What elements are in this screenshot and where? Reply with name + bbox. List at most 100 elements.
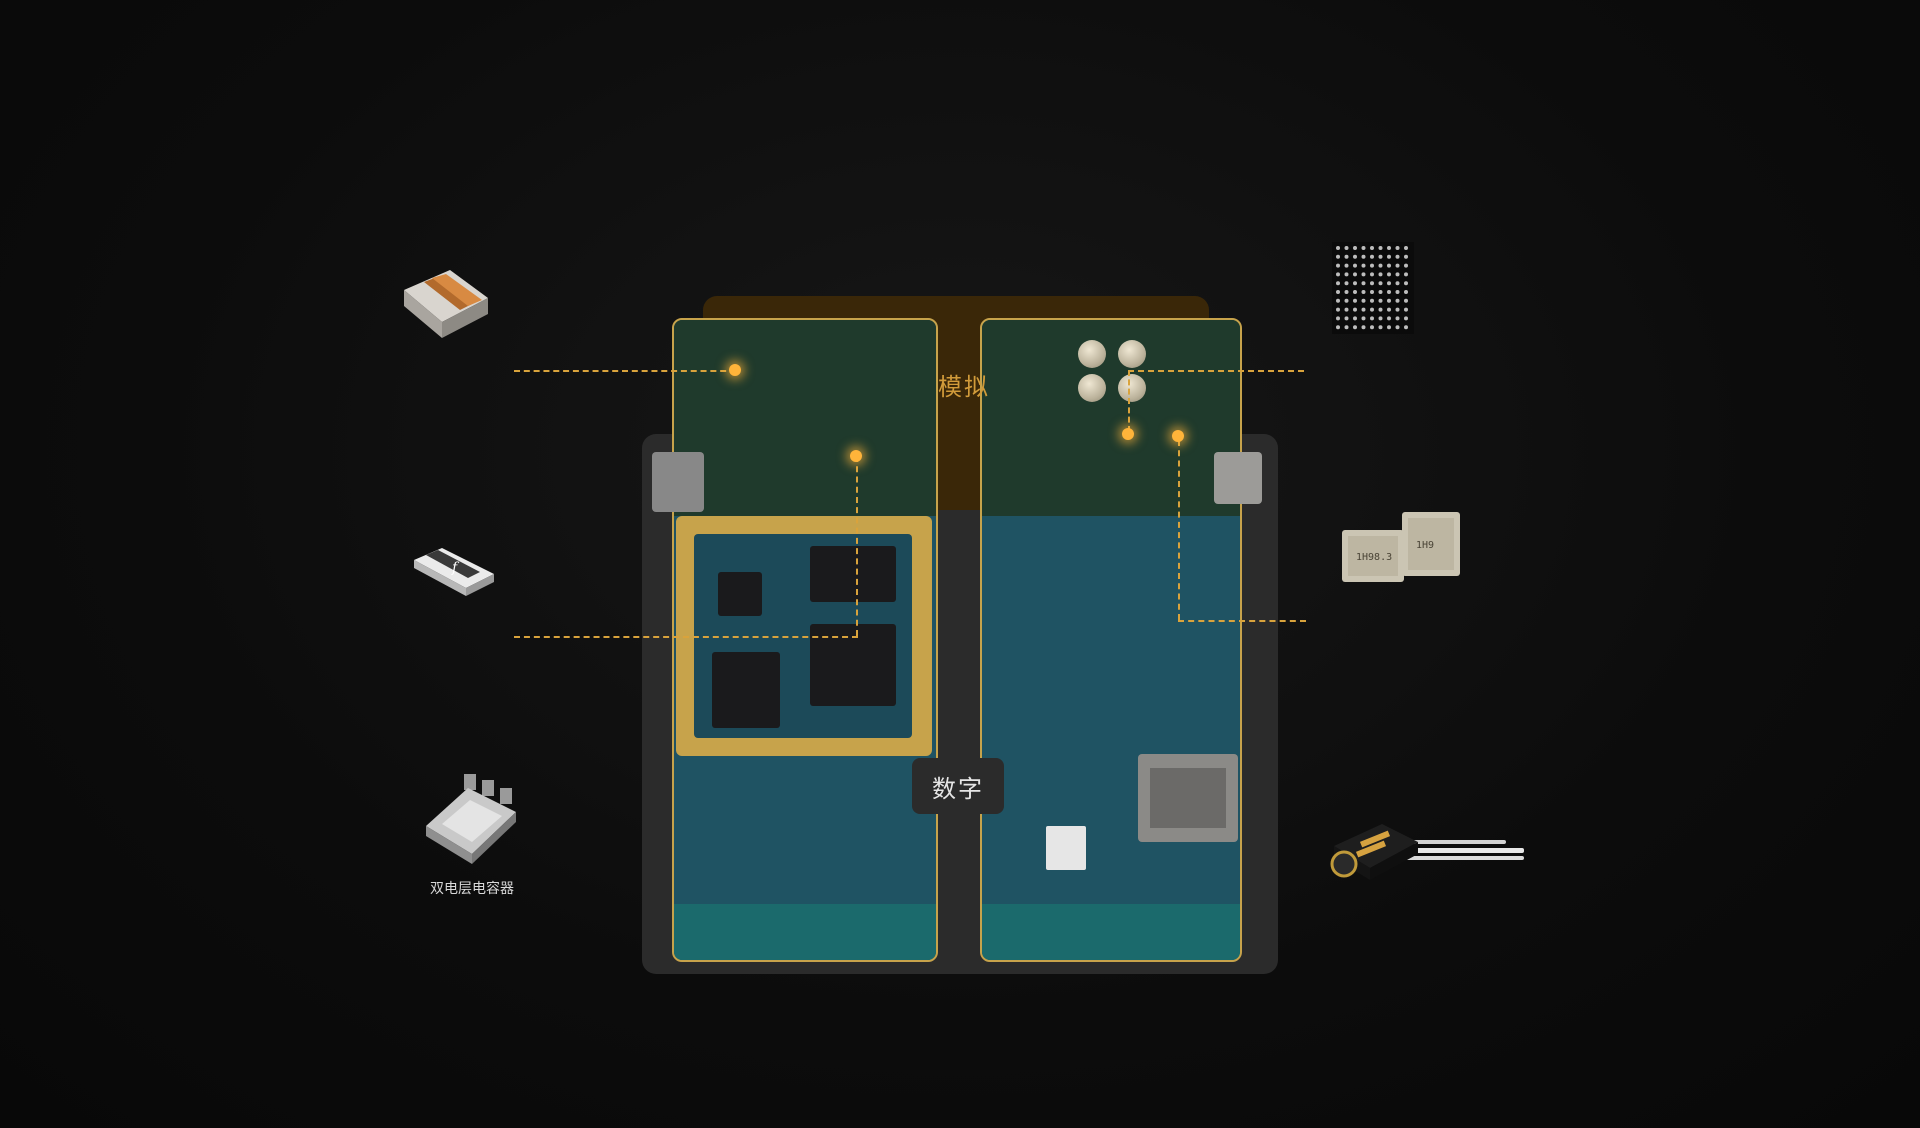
bga-ball bbox=[1344, 325, 1349, 330]
bga-ball bbox=[1404, 325, 1408, 330]
bga-ball bbox=[1361, 290, 1366, 294]
svg-text:1H9: 1H9 bbox=[1416, 540, 1434, 551]
bga-ball bbox=[1387, 272, 1391, 277]
bga-ball bbox=[1370, 254, 1374, 259]
bga-ball bbox=[1395, 246, 1400, 250]
bga-ball bbox=[1370, 316, 1374, 321]
bga-ball bbox=[1395, 316, 1400, 321]
bga-ball bbox=[1344, 307, 1349, 312]
bga-ball bbox=[1353, 316, 1357, 321]
bga-ball bbox=[1387, 290, 1391, 294]
bga-ball bbox=[1404, 263, 1408, 268]
bga-ball bbox=[1336, 307, 1340, 312]
bga-ball bbox=[1361, 246, 1366, 250]
bga-ball bbox=[1387, 307, 1391, 312]
bga-ball bbox=[1404, 272, 1408, 277]
bga-ball bbox=[1378, 325, 1383, 330]
bga-ball bbox=[1336, 281, 1340, 286]
bga-ball bbox=[1370, 325, 1374, 330]
bga-ball bbox=[1387, 281, 1391, 286]
smd-fuse-icon: f bbox=[414, 548, 494, 596]
bga-ball bbox=[1336, 246, 1340, 250]
pcb-right-board bbox=[980, 318, 1242, 962]
capacitor-2 bbox=[1118, 340, 1146, 368]
bga-ball bbox=[1404, 290, 1408, 294]
bga-ball bbox=[1378, 307, 1383, 312]
bga-ball bbox=[1378, 254, 1383, 259]
bga-ball-grid-icon bbox=[1332, 242, 1414, 334]
bga-ball bbox=[1395, 307, 1400, 312]
svg-text:1H98.3: 1H98.3 bbox=[1356, 552, 1392, 563]
bga-ball bbox=[1395, 254, 1400, 259]
bga-ball bbox=[1336, 316, 1340, 321]
bga-ball bbox=[1344, 290, 1349, 294]
bga-ball bbox=[1336, 263, 1340, 268]
bga-ball bbox=[1395, 298, 1400, 303]
callout-vline-oscillator bbox=[1178, 440, 1180, 620]
bga-ball bbox=[1336, 290, 1340, 294]
pcb-right-analog-section bbox=[982, 320, 1240, 516]
bga-ball bbox=[1378, 290, 1383, 294]
callout-line-inductor bbox=[514, 370, 736, 372]
bga-ball bbox=[1353, 290, 1357, 294]
headphone-jack-icon bbox=[1330, 824, 1524, 880]
wirewound-inductor-icon bbox=[404, 270, 488, 338]
bga-ball bbox=[1404, 316, 1408, 321]
bga-ball bbox=[1378, 272, 1383, 277]
bga-ball bbox=[1387, 325, 1391, 330]
bga-ball bbox=[1404, 281, 1408, 286]
bga-ball bbox=[1387, 298, 1391, 303]
bga-ball bbox=[1378, 263, 1383, 268]
bga-ball bbox=[1353, 298, 1357, 303]
bga-ball bbox=[1361, 272, 1366, 277]
bga-ball bbox=[1395, 263, 1400, 268]
svg-text:f: f bbox=[451, 560, 460, 576]
bga-ball bbox=[1361, 307, 1366, 312]
callout-line-fuse bbox=[514, 636, 858, 638]
soc-chip bbox=[810, 546, 896, 602]
bga-ball bbox=[1387, 263, 1391, 268]
white-module bbox=[1046, 826, 1086, 870]
bga-ball bbox=[1404, 254, 1408, 259]
bga-ball bbox=[1387, 254, 1391, 259]
bga-ball bbox=[1344, 246, 1349, 250]
bga-ball bbox=[1336, 325, 1340, 330]
callout-dot-bga bbox=[1122, 428, 1134, 440]
bga-ball bbox=[1361, 254, 1366, 259]
bga-ball bbox=[1353, 272, 1357, 277]
bga-ball bbox=[1336, 298, 1340, 303]
bga-ball bbox=[1395, 325, 1400, 330]
pcb-left-bottom-section bbox=[674, 904, 936, 960]
bga-ball bbox=[1361, 263, 1366, 268]
bga-ball bbox=[1344, 263, 1349, 268]
pmic-chip bbox=[712, 652, 780, 728]
usb-c-port bbox=[1214, 452, 1262, 504]
bga-ball bbox=[1378, 298, 1383, 303]
supercapacitor-icon bbox=[426, 774, 516, 864]
callout-line-oscillator bbox=[1178, 620, 1306, 622]
pcb-right-bottom-section bbox=[982, 904, 1240, 960]
callout-vline-fuse bbox=[856, 456, 858, 636]
bga-ball bbox=[1336, 254, 1340, 259]
bga-ball bbox=[1404, 246, 1408, 250]
bga-ball bbox=[1370, 281, 1374, 286]
bga-ball bbox=[1353, 281, 1357, 286]
bga-ball bbox=[1404, 307, 1408, 312]
bga-ball bbox=[1361, 325, 1366, 330]
digital-zone-label: 数字 bbox=[912, 758, 1004, 814]
callout-vline-bga bbox=[1128, 370, 1130, 432]
bga-ball bbox=[1336, 272, 1340, 277]
bga-ball bbox=[1370, 290, 1374, 294]
bga-ball bbox=[1395, 272, 1400, 277]
bga-ball bbox=[1353, 254, 1357, 259]
callout-dot-inductor bbox=[729, 364, 741, 376]
crystal-oscillator-icon: 1H98.3 1H9 bbox=[1342, 512, 1460, 582]
bga-ball bbox=[1370, 246, 1374, 250]
bga-ball bbox=[1353, 325, 1357, 330]
bga-ball bbox=[1344, 316, 1349, 321]
bga-ball bbox=[1344, 298, 1349, 303]
capacitor-3 bbox=[1078, 374, 1106, 402]
bga-ball bbox=[1395, 290, 1400, 294]
bga-ball bbox=[1353, 263, 1357, 268]
